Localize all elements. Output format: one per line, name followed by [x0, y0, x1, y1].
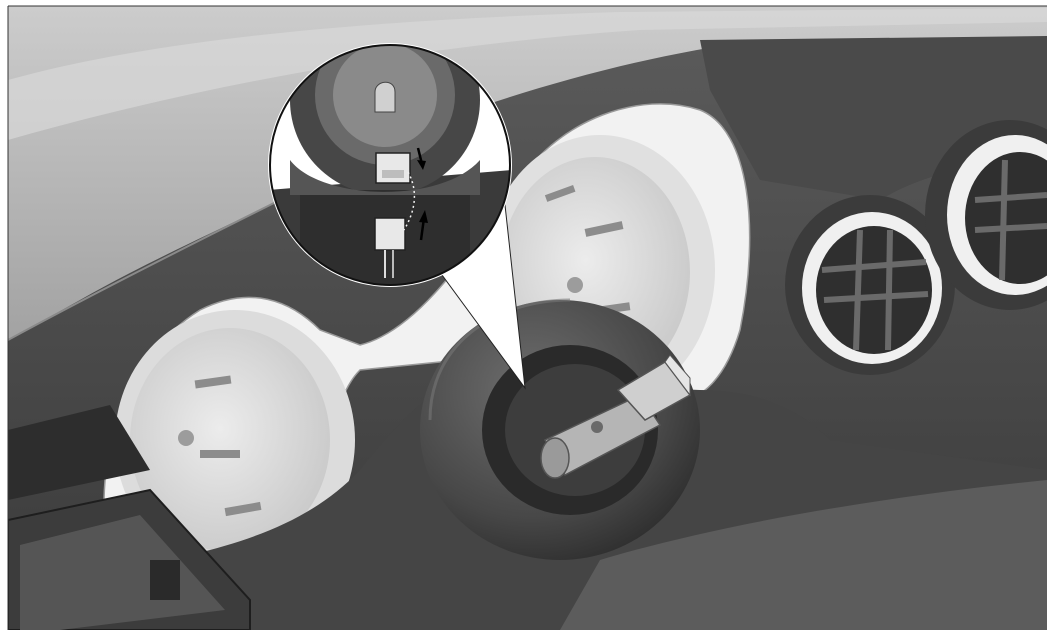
left-gauge	[115, 310, 355, 570]
arrow-up-icon	[419, 210, 428, 241]
upper-connector	[375, 152, 411, 184]
alignment-dotted-line	[403, 171, 416, 231]
right-air-vent	[925, 120, 1047, 310]
cowl-glass-panel	[8, 6, 1047, 340]
lower-connector	[374, 217, 406, 278]
cowl-glass-edge	[8, 109, 471, 341]
arrow-down-icon	[416, 147, 426, 170]
magnified-inset	[268, 43, 512, 287]
center-air-vent	[785, 195, 955, 375]
cowl-glass-highlight	[8, 8, 1047, 140]
left-switch-panel	[8, 405, 251, 630]
steering-column-shroud	[420, 298, 700, 560]
steering-shaft	[540, 354, 692, 479]
lower-dash-highlight	[560, 480, 1047, 630]
